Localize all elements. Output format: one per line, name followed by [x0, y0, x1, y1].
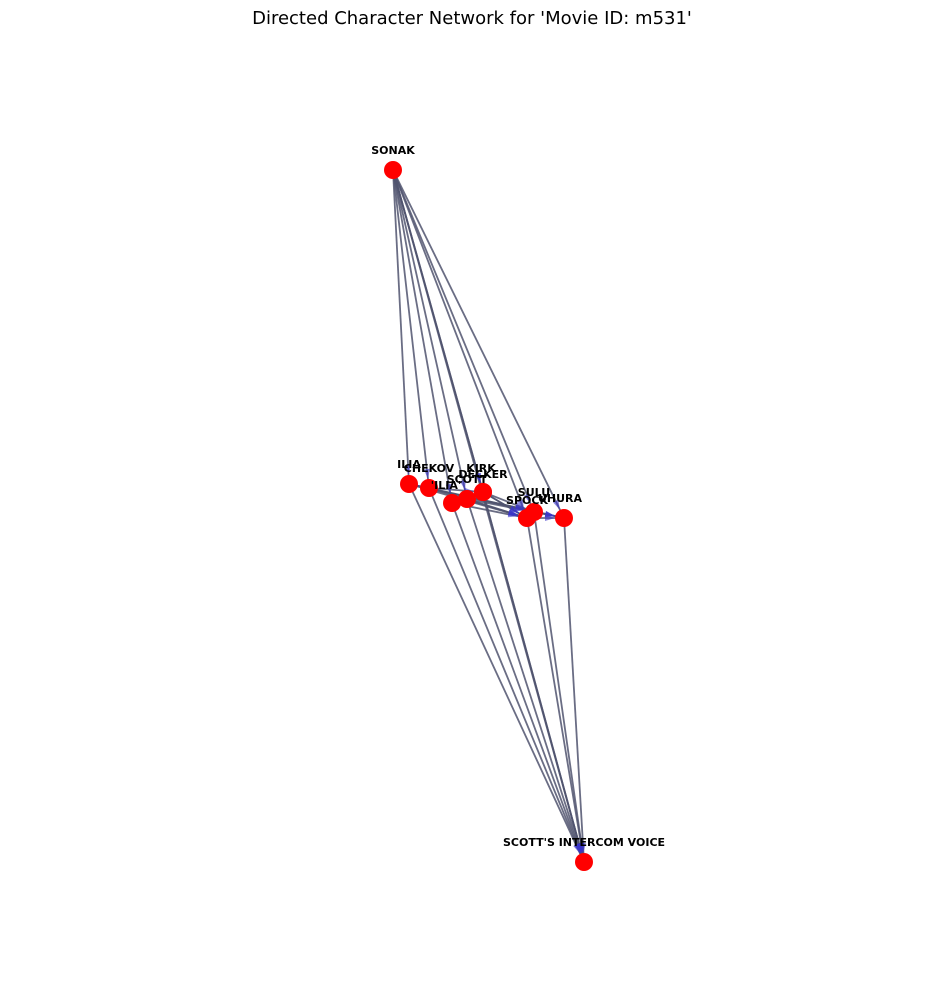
node-sulu: [525, 503, 543, 521]
edge-sonak-to-chekov: [392, 169, 430, 489]
node-label-scott-s-intercom-voice: SCOTT'S INTERCOM VOICE: [503, 836, 665, 849]
edge-sonak-to-spock: [392, 169, 528, 519]
arrowhead-sonak-to-sulu: [523, 493, 531, 504]
node-label-sulu: SULU: [518, 486, 550, 499]
arrowhead-sonak-to-uhura: [552, 499, 561, 510]
node-chekov: [420, 479, 438, 497]
node-label-ilia: 'ILIA': [431, 479, 461, 492]
node-sonak: [384, 161, 402, 179]
arrowhead-sonak-to-ilia: [445, 483, 452, 495]
edge-sonak-to-scott: [392, 169, 468, 500]
node-label-decker: DECKER: [458, 468, 508, 481]
edge-ilia-to-scott-s-intercom-voice: [408, 483, 585, 863]
arrowhead-kirk-to-sulu: [515, 502, 526, 509]
node-ilia: [400, 475, 418, 493]
node-ilia: [443, 494, 461, 512]
arrowhead-sonak-to-kirk: [474, 472, 481, 484]
chart-title: Directed Character Network for 'Movie ID…: [252, 8, 692, 29]
edge-sonak-to-ilia: [392, 169, 410, 485]
node-label-ilia: ILIA: [397, 458, 421, 471]
edge-chekov-to-scott-s-intercom-voice: [428, 487, 585, 863]
arrowhead-sulu-to-uhura: [544, 511, 556, 518]
node-scott-s-intercom-voice: [575, 853, 593, 871]
edge-sonak-to-ilia: [392, 169, 453, 504]
edge-sonak-to-sulu: [392, 169, 535, 513]
edge-scott-to-scott-s-intercom-voice: [466, 498, 585, 863]
node-label-scott: SCOTT: [447, 473, 488, 486]
edge-ilia-to-scott-s-intercom-voice: [451, 502, 585, 863]
arrowhead-uhura-to-scott-s-intercom-voice: [579, 842, 586, 854]
edge-sulu-to-scott-s-intercom-voice: [533, 511, 585, 863]
edge-spock-to-scott-s-intercom-voice: [526, 517, 585, 863]
node-kirk: [474, 483, 492, 501]
arrowhead-sonak-to-ilia: [405, 464, 412, 476]
arrowhead-sonak-to-chekov: [423, 468, 430, 480]
arrowhead-kirk-to-spock: [509, 505, 520, 514]
node-label-kirk: KIRK: [466, 462, 496, 475]
edge-uhura-to-scott-s-intercom-voice: [563, 517, 585, 863]
node-label-uhura: UHURA: [538, 492, 583, 505]
node-label-spock: SPOCK: [506, 494, 548, 507]
node-uhura: [555, 509, 573, 527]
edge-sonak-to-uhura: [392, 169, 565, 519]
node-label-chekov: CHEKOV: [404, 462, 455, 475]
node-label-sonak: SONAK: [371, 144, 415, 157]
edge-kirk-to-scott-s-intercom-voice: [482, 491, 585, 863]
node-scott: [458, 490, 476, 508]
nodes-layer: [384, 161, 593, 871]
